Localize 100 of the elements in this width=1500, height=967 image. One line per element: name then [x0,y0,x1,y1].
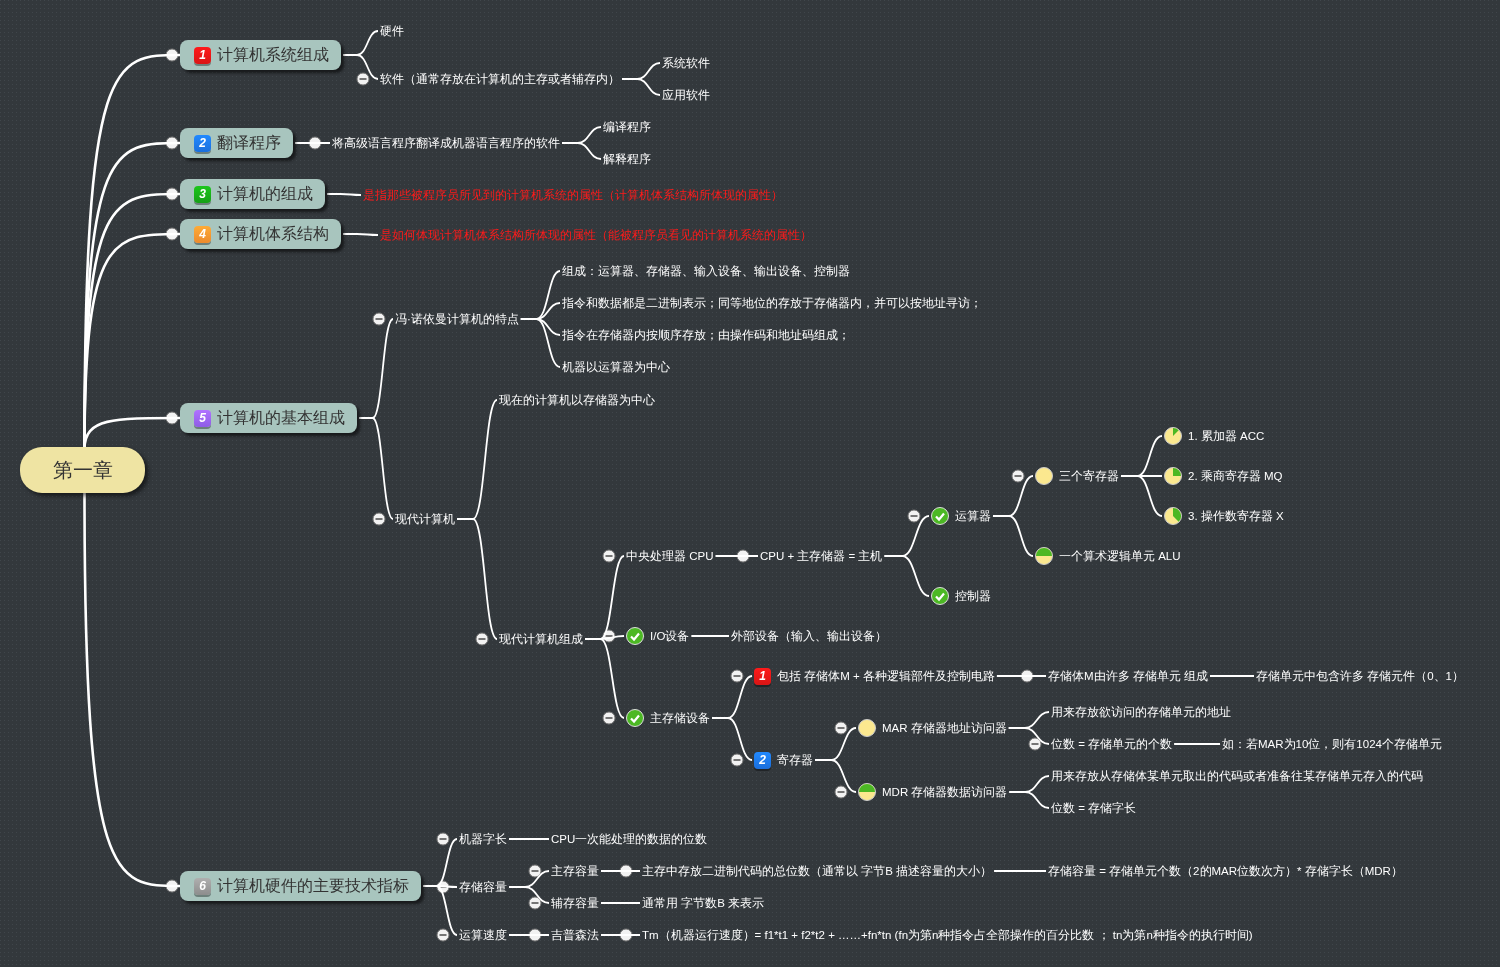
topic-box [180,40,341,70]
root-topic: 第一章 [20,447,145,493]
branch-line [996,675,1047,677]
topic-text: 一个算术逻辑单元 ALU [1059,548,1181,564]
branch-line [690,635,730,637]
topic-text: 编译程序 [603,119,651,135]
branch-line [508,838,550,840]
topic-text: 计算机体系结构 [217,223,329,244]
topic-text: 冯·诺依曼计算机的特点 [395,311,519,327]
topic-box [180,128,293,158]
branch-line [456,518,498,640]
branch-line [519,318,561,368]
topic-text: 用来存放欲访问的存储单元的地址 [1051,704,1231,720]
branch-line [584,638,625,719]
branch-line [814,759,857,793]
topic-text: 计算机系统组成 [217,44,329,65]
branch-line [1120,475,1163,517]
topic-text: 主存中存放二进制代码的总位数（通常以 字节B 描述容量的大小） [642,863,993,879]
topic-text: 中央处理器 CPU [626,548,714,564]
branch-line [1007,727,1050,745]
topic-box [180,179,325,209]
topic-text: 指令和数据都是二进制表示；同等地位的存放于存储器内，并可以按地址寻访； [562,295,982,311]
topic-text: 位数 = 存储字长 [1051,800,1137,816]
topic-text: 辅存容量 [551,895,599,911]
topic-text: 计算机的组成 [217,183,313,204]
topic-text: 运算器 [955,508,991,524]
topic-text: 指令在存储器内按顺序存放；由操作码和地址码组成； [562,327,850,343]
topic-text: 控制器 [955,588,991,604]
branch-line [993,870,1047,872]
number-badge: 6 [194,877,211,895]
topic-text: 存储单元中包含许多 存储元件（0、1） [1256,668,1464,684]
topic-box [180,871,421,901]
topic-text: 通常用 字节数B 来表示 [642,895,765,911]
topic-text: 翻译程序 [217,132,281,153]
branch-line [561,142,602,160]
note-text: 是指那些被程序员所见到的计算机系统的属性（计算机体系结构所体现的属性） [363,187,783,203]
topic-text: 硬件 [380,23,404,39]
branch-line [358,417,394,520]
topic-text: 组成：运算器、存储器、输入设备、输出设备、控制器 [562,263,850,279]
topic-text: 机器字长 [459,831,507,847]
note-text: 是如何体现计算机体系结构所体现的属性（能被程序员看见的计算机系统的属性） [380,227,812,243]
topic-text: 3. 操作数寄存器 X [1188,508,1284,524]
topic-text: 解释程序 [603,151,651,167]
branch-line [600,870,641,872]
topic-text: 计算机硬件的主要技术指标 [217,875,409,896]
number-badge: 1 [194,46,211,64]
topic-text: 主存容量 [551,863,599,879]
topic-text: I/O设备 [650,628,690,644]
topic-text: 现代计算机组成 [499,631,583,647]
branch-line [1173,743,1221,745]
topic-text: 寄存器 [777,752,813,768]
number-badge: 5 [194,409,211,427]
topic-text: 将高级语言程序翻译成机器语言程序的软件 [332,135,560,151]
branch-line [711,717,753,761]
branch-line [1209,675,1255,677]
branch-line [83,491,180,888]
branch-line [342,54,379,80]
topic-text: CPU一次能处理的数据的位数 [551,831,708,847]
topic-text: 现代计算机 [395,511,455,527]
number-badge: 4 [194,225,211,243]
topic-text: 吉普森法 [551,927,599,943]
topic-text: 位数 = 存储单元的个数 [1051,736,1173,752]
topic-text: 2. 乘商寄存器 MQ [1188,468,1283,484]
branch-line [621,78,661,96]
branch-line [508,886,550,904]
topic-text: 现在的计算机以存储器为中心 [499,392,655,408]
branch-line [992,515,1034,557]
topic-text: 主存储设备 [650,710,710,726]
topic-text: 系统软件 [662,55,710,71]
branch-line [883,555,930,597]
branch-line [600,902,641,904]
topic-text: CPU + 主存储器 = 主机 [760,548,883,564]
topic-text: 存储体M由许多 存储单元 组成 [1048,668,1208,684]
number-badge: 2 [194,134,211,152]
topic-text: 存储容量 [459,879,507,895]
topic-box [180,403,357,433]
topic-text: Tm（机器运行速度）= f1*t1 + f2*t2 + ……+fn*tn (fn为第n种指令占全部操作的百分比数 ； tn为第n种指令的执行时间) [642,927,1253,943]
topic-text: 包括 存储体M + 各种逻辑部件及控制电路 [777,668,995,684]
branch-line [600,934,641,936]
branch-line [508,934,550,936]
branch-line [714,555,759,557]
topic-text: 机器以运算器为中心 [562,359,670,375]
number-badge: 3 [194,185,211,203]
topic-text: 软件（通常存放在计算机的主存或者辅存内） [380,71,620,87]
topic-text: 存储容量 = 存储单元个数（2的MAR位数次方）* 存储字长（MDR） [1048,863,1403,879]
branch-line [422,885,458,936]
topic-text: MAR 存储器地址访问器 [882,720,1007,736]
topic-text: MDR 存储器数据访问器 [882,784,1008,800]
topic-text: 运算速度 [459,927,507,943]
topic-text: 1. 累加器 ACC [1188,428,1265,444]
topic-text: 三个寄存器 [1059,468,1119,484]
topic-text: 如：若MAR为10位，则有1024个存储单元 [1222,736,1442,752]
branch-line [1008,791,1050,809]
topic-text: 用来存放从存储体某单元取出的代码或者准备往某存储单元存入的代码 [1051,768,1423,784]
topic-text: 计算机的基本组成 [217,407,345,428]
topic-box [180,219,341,249]
branch-line [342,233,379,236]
topic-text: 外部设备（输入、输出设备） [731,628,887,644]
topic-text: 应用软件 [662,87,710,103]
branch-line [294,142,331,144]
